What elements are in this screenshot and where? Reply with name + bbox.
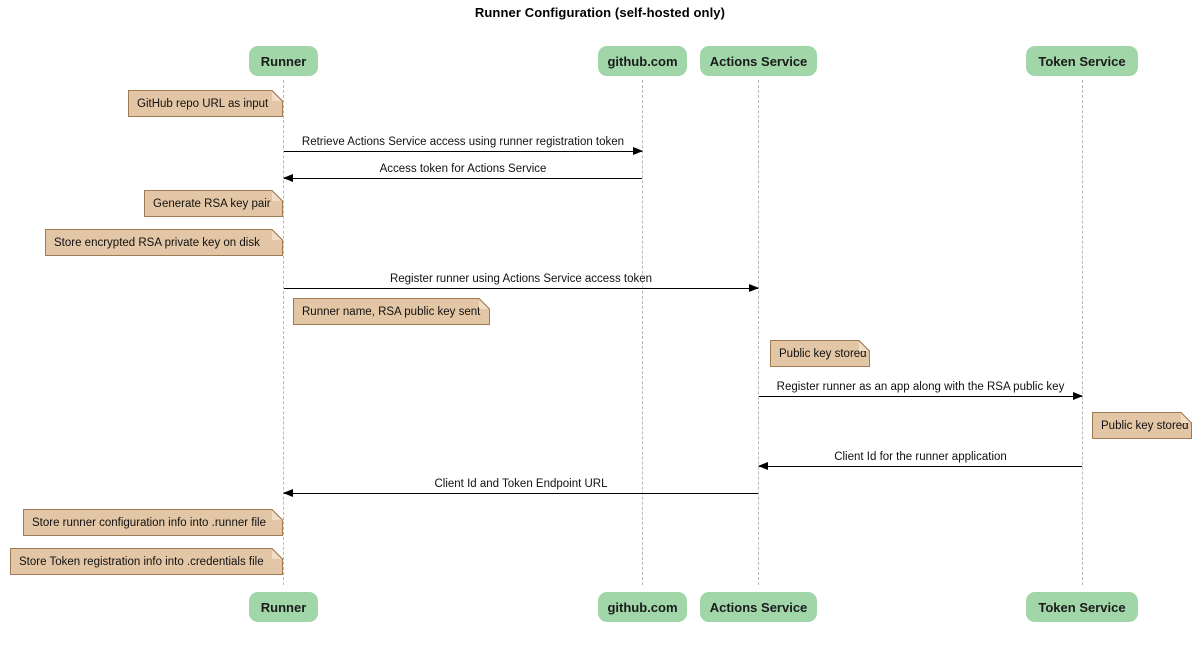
lifeline-actions: [758, 80, 759, 585]
note-text: Runner name, RSA public key sent: [302, 305, 481, 318]
note-fold-icon: [272, 548, 283, 559]
message-client-id-token-endpoint: Client Id and Token Endpoint URL: [283, 478, 758, 497]
arrowhead-right-icon: [633, 146, 643, 155]
note-runner-name-public-key: Runner name, RSA public key sent: [293, 298, 490, 325]
note-fold-icon: [272, 190, 283, 201]
note-github-repo-url: GitHub repo URL as input: [128, 90, 283, 117]
participant-github-top[interactable]: github.com: [598, 46, 687, 76]
arrowhead-left-icon: [283, 488, 293, 497]
message-label: Register runner using Actions Service ac…: [389, 273, 653, 285]
participant-token-top[interactable]: Token Service: [1026, 46, 1138, 76]
message-label: Client Id and Token Endpoint URL: [434, 478, 608, 490]
page-title: Runner Configuration (self-hosted only): [474, 5, 726, 20]
message-label: Client Id for the runner application: [834, 451, 1007, 463]
note-text: Store encrypted RSA private key on disk: [54, 236, 260, 249]
note-fold-icon: [1181, 412, 1192, 423]
note-fold-icon: [272, 509, 283, 520]
arrowhead-right-icon: [749, 283, 759, 292]
participant-runner-top[interactable]: Runner: [249, 46, 318, 76]
message-access-token: Access token for Actions Service: [283, 163, 642, 182]
participant-actions-bottom[interactable]: Actions Service: [700, 592, 817, 622]
lifeline-github: [642, 80, 643, 585]
note-store-token-registration: Store Token registration info into .cred…: [10, 548, 283, 575]
note-fold-icon: [859, 340, 870, 351]
message-client-id-runner-app: Client Id for the runner application: [758, 451, 1082, 470]
note-text: Store Token registration info into .cred…: [19, 555, 264, 568]
arrowhead-left-icon: [283, 173, 293, 182]
note-text: Generate RSA key pair: [153, 197, 271, 210]
participant-token-bottom[interactable]: Token Service: [1026, 592, 1138, 622]
participant-runner-bottom[interactable]: Runner: [249, 592, 318, 622]
note-text: Store runner configuration info into .ru…: [32, 516, 266, 529]
note-fold-icon: [272, 229, 283, 240]
participant-github-bottom[interactable]: github.com: [598, 592, 687, 622]
note-text: Public key stored: [779, 347, 867, 360]
note-public-key-stored-token: Public key stored: [1092, 412, 1192, 439]
message-label: Retrieve Actions Service access using ru…: [301, 136, 625, 148]
note-store-runner-config: Store runner configuration info into .ru…: [23, 509, 283, 536]
lifeline-token: [1082, 80, 1083, 585]
note-text: GitHub repo URL as input: [137, 97, 269, 110]
note-public-key-stored-actions: Public key stored: [770, 340, 870, 367]
participant-actions-top[interactable]: Actions Service: [700, 46, 817, 76]
arrowhead-right-icon: [1073, 391, 1083, 400]
arrowhead-left-icon: [758, 461, 768, 470]
note-store-encrypted-key: Store encrypted RSA private key on disk: [45, 229, 283, 256]
note-generate-rsa: Generate RSA key pair: [144, 190, 283, 217]
message-label: Register runner as an app along with the…: [776, 381, 1065, 393]
note-text: Public key stored: [1101, 419, 1189, 432]
note-fold-icon: [272, 90, 283, 101]
message-register-runner: Register runner using Actions Service ac…: [284, 273, 759, 292]
message-register-runner-as-app: Register runner as an app along with the…: [759, 381, 1083, 400]
lifeline-runner: [283, 80, 284, 585]
note-fold-icon: [479, 298, 490, 309]
message-label: Access token for Actions Service: [379, 163, 547, 175]
message-retrieve-actions-access: Retrieve Actions Service access using ru…: [284, 136, 643, 155]
